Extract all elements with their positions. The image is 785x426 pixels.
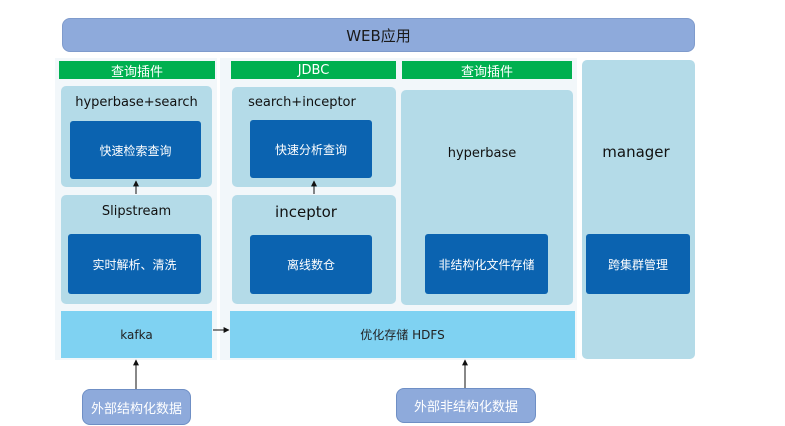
hyperbase-search-title: hyperbase+search: [75, 94, 198, 110]
hyperbase-box: hyperbase 非结构化文件存储: [401, 90, 573, 305]
left-tab-label: 查询插件: [110, 64, 163, 80]
right-tab-label: 查询插件: [460, 64, 513, 80]
hyperbase-search-box: hyperbase+search 快速检索查询: [61, 86, 212, 187]
manager-title: manager: [602, 143, 670, 161]
web-app-title: WEB应用: [346, 26, 411, 45]
realtime-parse-clean-box: 实时解析、清洗: [68, 234, 201, 294]
cross-cluster-mgmt-box: 跨集群管理: [586, 234, 690, 294]
hdfs-box: 优化存储 HDFS: [230, 311, 575, 358]
hdfs-label: 优化存储 HDFS: [360, 328, 445, 342]
inceptor-box: inceptor 离线数仓: [232, 195, 396, 304]
kafka-label: kafka: [120, 327, 153, 342]
jdbc-tab: JDBC: [231, 61, 396, 79]
hyperbase-title: hyperbase: [447, 145, 517, 161]
right-query-plugin-tab: 查询插件: [402, 61, 572, 80]
jdbc-tab-label: JDBC: [297, 62, 330, 78]
offline-warehouse-box: 离线数仓: [250, 235, 372, 294]
inceptor-title: inceptor: [275, 203, 337, 221]
search-inceptor-box: search+inceptor 快速分析查询: [232, 87, 396, 187]
left-query-plugin-tab: 查询插件: [59, 61, 215, 80]
kafka-box: kafka: [61, 311, 212, 358]
slipstream-title: Slipstream: [101, 203, 172, 219]
external-unstructured-label: 外部非结构化数据: [413, 400, 518, 415]
fast-search-query-box: 快速检索查询: [70, 121, 201, 179]
external-unstructured-data-box: 外部非结构化数据: [396, 388, 536, 423]
manager-box: manager 跨集群管理: [582, 60, 695, 359]
external-structured-label: 外部结构化数据: [90, 401, 182, 417]
web-app-bar: WEB应用: [62, 18, 695, 52]
external-structured-data-box: 外部结构化数据: [82, 389, 191, 425]
fast-analysis-query-box: 快速分析查询: [250, 120, 372, 178]
slipstream-box: Slipstream 实时解析、清洗: [61, 195, 212, 304]
unstructured-file-storage-box: 非结构化文件存储: [425, 234, 548, 294]
search-inceptor-title: search+inceptor: [248, 94, 356, 110]
